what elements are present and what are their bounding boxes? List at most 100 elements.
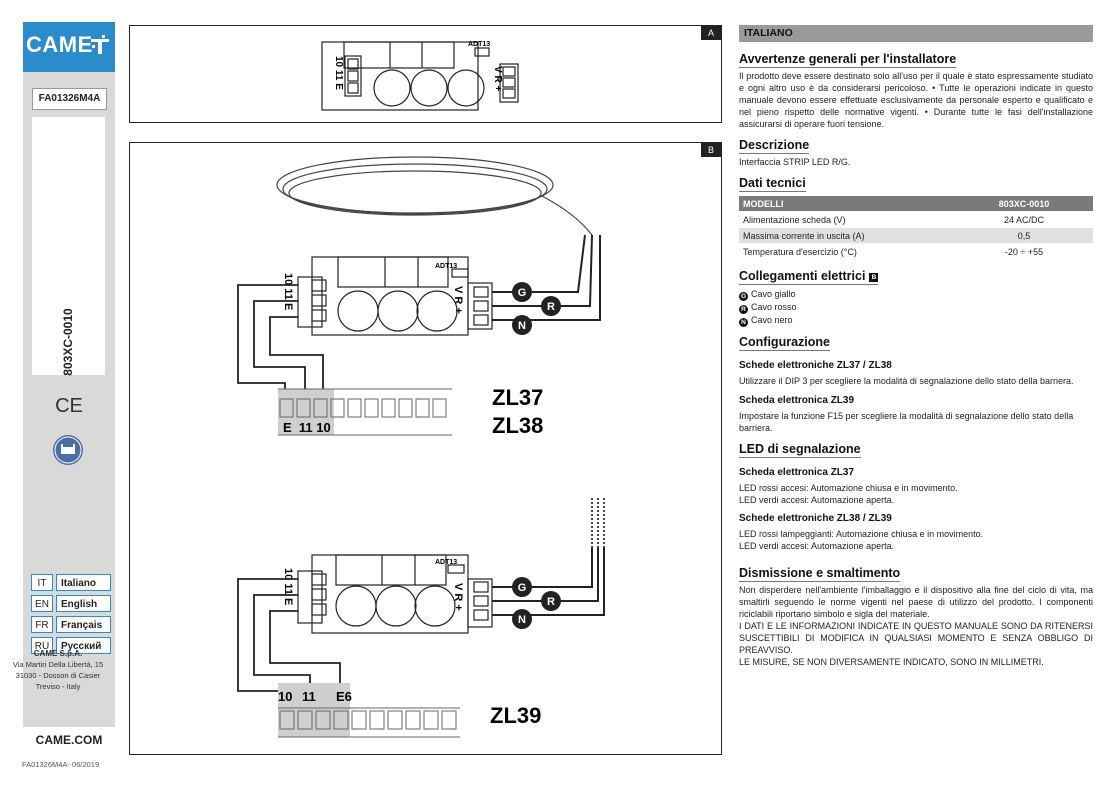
board-model-zl38: ZL38 (492, 413, 543, 438)
led-zl38-zl39-line: LED rossi lampeggianti: Automazione chiu… (739, 529, 984, 539)
language-list: IT Italiano EN English FR Français RU Ру… (31, 574, 111, 658)
board-model-zl39: ZL39 (490, 703, 541, 728)
disclaimer-text: I DATI E LE INFORMAZIONI INDICATE IN QUE… (739, 621, 1093, 655)
chip-label: ADT13 (435, 559, 457, 566)
led-zl38-zl39-line: LED verdi accesi: Automazione aperta. (739, 541, 895, 551)
language-name: Italiano (56, 574, 111, 591)
right-terminal-labels: V R + (452, 583, 464, 611)
svg-text:R: R (547, 301, 555, 313)
product-code: 803XC-0010 (61, 308, 75, 376)
language-item-ru[interactable]: RU Русский (31, 637, 111, 654)
board2-terminal-10: 10 (278, 689, 292, 704)
svg-text:G: G (518, 582, 527, 594)
table-row: Temperatura d'esercizio (°C) -20 ÷ +55 (739, 243, 1093, 260)
language-header: ITALIANO (739, 25, 1093, 42)
config-zl39-title: Scheda elettronica ZL39 (739, 395, 855, 406)
warnings-title: Avvertenze generali per l'installatore (739, 52, 957, 68)
tech-data-title: Dati tecnici (739, 176, 806, 192)
language-code: RU (31, 637, 53, 654)
terminal-strip-1 (278, 388, 452, 436)
figure-tag: B (701, 143, 721, 157)
certification-badge-icon (53, 435, 83, 465)
company-address-line: Treviso - Italy (35, 682, 81, 691)
module-2 (297, 554, 493, 634)
left-terminal-labels: 10 11 E (282, 568, 294, 605)
board2-terminal-e6: E6 (336, 689, 352, 704)
board-model-zl37: ZL37 (492, 385, 543, 410)
language-code: IT (31, 574, 53, 591)
led-title: LED di segnalazione (739, 442, 861, 458)
board1-terminal-labels: E 11 10 (283, 420, 331, 435)
table-cell: Massima corrente in uscita (A) (739, 227, 955, 244)
sidebar: CAME FA01326M4A 803XC-0010 CE IT Italian… (23, 22, 115, 754)
led-zl38-zl39-title: Schede elettroniche ZL38 / ZL39 (739, 513, 892, 524)
wire-badge-g: G (512, 282, 532, 302)
table-cell: -20 ÷ +55 (955, 243, 1093, 260)
terminal-strip-2 (278, 683, 460, 738)
config-zl37-zl38-text: Utilizzare il DIP 3 per scegliere la mod… (739, 376, 1074, 386)
wire-badge-g: G (512, 577, 532, 597)
description-title: Descrizione (739, 138, 810, 154)
table-cell: Alimentazione scheda (V) (739, 211, 955, 228)
tech-data-table: MODELLI 803XC-0010 Alimentazione scheda … (739, 196, 1093, 260)
product-panel: 803XC-0010 (32, 117, 105, 376)
table-row: Alimentazione scheda (V) 24 AC/DC (739, 211, 1093, 228)
led-strip-dotted (591, 498, 605, 548)
company-info: CAME S.p.A. Via Martiri Della Libertà, 1… (0, 648, 116, 692)
chip-label: ADT13 (435, 263, 457, 270)
language-code: FR (31, 616, 53, 633)
table-header-cell: 803XC-0010 (955, 196, 1093, 212)
cable-letter-icon: G (739, 292, 748, 301)
config-zl37-zl38-title: Schede elettroniche ZL37 / ZL38 (739, 360, 892, 371)
figure-ref-badge: B (869, 273, 879, 282)
table-row: Massima corrente in uscita (A) 0,5 (739, 227, 1093, 244)
disposal-text: Non disperdere nell'ambiente l'imballagg… (739, 585, 1093, 619)
svg-text:N: N (518, 320, 526, 332)
board2-terminal-11: 11 (302, 689, 316, 704)
brand-logo: CAME (23, 22, 115, 72)
table-header-cell: MODELLI (739, 196, 955, 212)
website-link[interactable]: CAME.COM (23, 727, 115, 754)
content-column: ITALIANO Avvertenze generali per l'insta… (739, 25, 1093, 668)
language-name: Русский (56, 637, 111, 654)
right-terminal-labels: V R + (452, 286, 464, 314)
right-terminal-labels: V R + (492, 66, 503, 91)
figure-a: A ADT13 10 11 E V R + (129, 25, 722, 123)
description-text: Interfaccia STRIP LED R/G. (739, 157, 851, 167)
wire-badge-r: R (541, 591, 561, 611)
measures-text: LE MISURE, SE NON DIVERSAMENTE INDICATO,… (739, 657, 1044, 667)
svg-text:R: R (547, 596, 555, 608)
config-zl39-text: Impostare la funzione F15 per scegliere … (739, 411, 1074, 433)
company-address-line: 31030 - Dosson di Casier (15, 671, 101, 680)
figure-b: B ADT13 10 11 E V R + (129, 142, 722, 755)
disposal-title: Dismissione e smaltimento (739, 566, 901, 582)
svg-text:N: N (518, 614, 526, 626)
ce-mark: CE (55, 395, 83, 417)
wire-badge-n: N (512, 609, 532, 629)
table-cell: Temperatura d'esercizio (°C) (739, 243, 955, 260)
figure-tag: A (701, 26, 721, 40)
language-item-en[interactable]: EN English (31, 595, 111, 612)
language-name: Français (56, 616, 111, 633)
left-terminal-labels: 10 11 E (333, 56, 344, 90)
led-zl37-line: LED rossi accesi: Automazione chiusa e i… (739, 483, 958, 493)
module-drawing-a: ADT13 10 11 E V R + (321, 41, 519, 111)
table-header-row: MODELLI 803XC-0010 (739, 196, 1093, 212)
brand-mark-icon (91, 35, 109, 54)
doc-code: FA01326M4A (32, 88, 107, 110)
chip-label: ADT13 (468, 41, 490, 48)
led-zl37-title: Scheda elettronica ZL37 (739, 467, 855, 478)
language-item-fr[interactable]: FR Français (31, 616, 111, 633)
language-name: English (56, 595, 111, 612)
company-name: CAME S.p.A. (33, 649, 83, 658)
left-terminal-labels: 10 11 E (282, 273, 294, 310)
language-item-it[interactable]: IT Italiano (31, 574, 111, 591)
warnings-text: Il prodotto deve essere destinato solo a… (739, 71, 1093, 129)
wire-badge-n: N (512, 315, 532, 335)
wire-badge-r: R (541, 296, 561, 316)
footer-code: FA01326M4A- 06/2019 (22, 760, 100, 769)
